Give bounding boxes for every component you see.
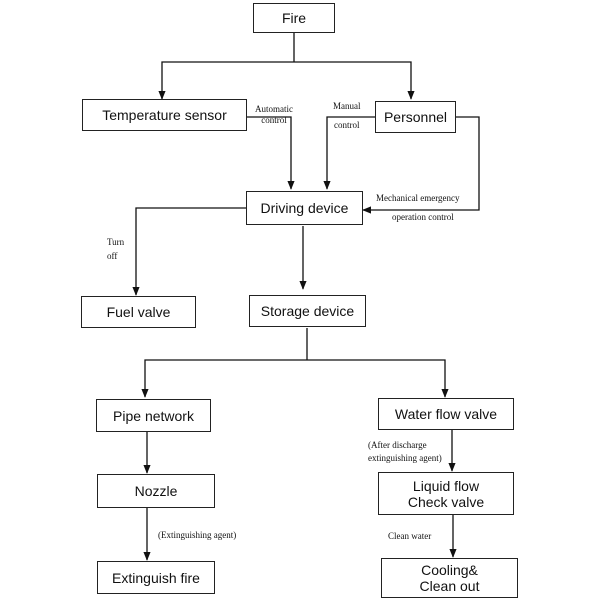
node-fuel-valve: Fuel valve: [81, 296, 196, 328]
label-automatic-line2: control: [261, 115, 287, 125]
node-pipe-network-label: Pipe network: [113, 407, 194, 424]
node-personnel: Personnel: [375, 101, 456, 133]
node-cooling-clean-out: Cooling& Clean out: [381, 558, 518, 598]
label-automatic-line1: Automatic: [255, 104, 293, 114]
node-driving-device-label: Driving device: [260, 200, 349, 216]
label-after-discharge: (After discharge extinguishing agent): [368, 440, 442, 464]
label-after-discharge-line1: (After discharge: [368, 440, 427, 450]
label-extinguishing-agent: (Extinguishing agent): [158, 530, 236, 541]
label-turn-off: Turn off: [107, 237, 124, 262]
connector-personnel-to-driving-device: [323, 116, 375, 190]
connector-storage-to-pipe-network: [141, 359, 307, 398]
connector-temperature-sensor-to-driving-device: [246, 116, 295, 190]
label-extinguishing-agent-text: (Extinguishing agent): [158, 530, 237, 540]
node-liquid-flow-check-valve: Liquid flow Check valve: [378, 472, 514, 515]
label-turn-off-line2: off: [107, 251, 118, 261]
node-water-flow-valve: Water flow valve: [378, 398, 514, 430]
label-after-discharge-line2: extinguishing agent): [368, 453, 442, 463]
node-driving-device: Driving device: [246, 191, 363, 225]
node-fire-label: Fire: [281, 10, 307, 26]
label-clean-water-text: Clean water: [388, 531, 432, 541]
label-mechanical-line1: Mechanical emergency: [376, 193, 460, 203]
label-turn-off-line1: Turn: [107, 237, 125, 247]
label-mechanical-emergency: Mechanical emergency operation control: [376, 193, 460, 223]
node-pipe-network: Pipe network: [96, 399, 211, 432]
connector-fire-to-temperature-sensor: [158, 61, 294, 100]
label-mechanical-line2: operation control: [392, 212, 454, 222]
node-extinguish-fire: Extinguish fire: [97, 561, 215, 594]
node-nozzle-label: Nozzle: [134, 483, 178, 499]
connector-driving-device-to-fuel-valve: [132, 207, 246, 296]
connector-personnel-emergency: [362, 116, 480, 214]
node-cooling-label: Cooling&: [421, 562, 478, 578]
node-water-flow-valve-label: Water flow valve: [394, 406, 498, 422]
node-fuel-valve-label: Fuel valve: [106, 304, 171, 320]
node-temperature-sensor-label: Temperature sensor: [102, 107, 227, 123]
node-clean-out-label: Clean out: [419, 578, 480, 594]
connector-storage-to-water-flow-valve: [307, 359, 449, 398]
label-manual-control: Manual control: [333, 101, 361, 131]
node-storage-device-label: Storage device: [260, 303, 355, 319]
node-extinguish-fire-label: Extinguish fire: [112, 569, 200, 586]
node-temperature-sensor: Temperature sensor: [82, 99, 247, 131]
label-automatic-control: Automatic control: [255, 104, 293, 126]
label-manual-line2: control: [334, 120, 360, 130]
label-clean-water: Clean water: [388, 531, 431, 542]
node-fire: Fire: [253, 3, 335, 33]
node-liquid-flow-label: Liquid flow: [412, 477, 480, 494]
label-manual-line1: Manual: [333, 101, 361, 111]
node-storage-device: Storage device: [249, 295, 366, 327]
node-personnel-label: Personnel: [383, 109, 448, 125]
node-check-valve-label: Check valve: [407, 493, 485, 510]
node-nozzle: Nozzle: [97, 474, 215, 508]
connector-fire-to-personnel: [294, 61, 415, 100]
